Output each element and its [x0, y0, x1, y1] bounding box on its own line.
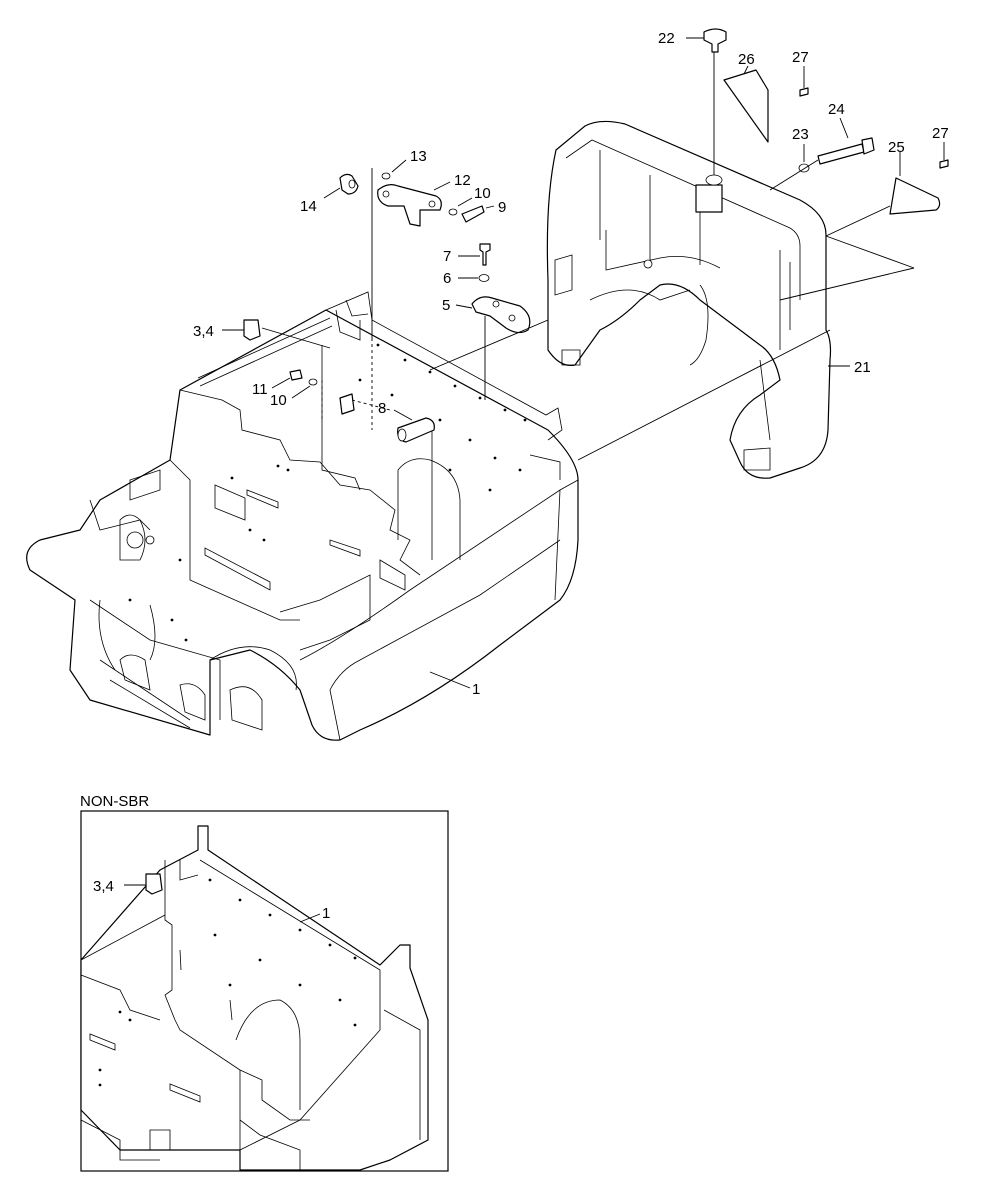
inset-title: NON-SBR [80, 793, 149, 810]
washer-part-6 [458, 274, 490, 282]
bolt-part-24 [769, 117, 875, 191]
callout-25: 25 [888, 139, 905, 156]
inset-leader-1 [299, 913, 321, 923]
callout-12: 12 [454, 172, 471, 189]
stopper-part-22 [686, 28, 727, 186]
callout-13: 13 [410, 148, 427, 165]
bolt-part-7 [458, 243, 491, 266]
washer-part-23 [798, 144, 810, 173]
nut-part-11 [271, 369, 303, 389]
counterweight-part-21 [546, 120, 850, 479]
bracket-part-12 [371, 168, 451, 430]
washer-part-10-upper [448, 197, 473, 216]
clip-part-3-4 [222, 319, 331, 349]
main-frame-part-1 [26, 291, 579, 741]
callout-10-upper: 10 [474, 185, 491, 202]
frame-hole-pattern [128, 343, 527, 642]
inset-non-sbr: NON-SBR [80, 793, 449, 1172]
washer-part-10-lower [291, 378, 318, 399]
callout-26: 26 [738, 51, 755, 68]
callout-27-upper: 27 [792, 49, 809, 66]
callout-11: 11 [252, 381, 268, 398]
callout-8: 8 [378, 400, 386, 417]
inset-callout-1: 1 [322, 905, 330, 922]
inset-callout-3-4: 3,4 [93, 878, 114, 895]
assembly-projection-lines [429, 235, 915, 461]
callout-23: 23 [792, 126, 809, 143]
callout-5: 5 [442, 297, 450, 314]
washer-part-13 [381, 159, 407, 180]
screw-part-27-right [939, 142, 949, 169]
callout-22: 22 [658, 30, 675, 47]
inset-frame-part-1 [80, 825, 429, 1171]
callout-14: 14 [300, 198, 317, 215]
bracket-plate-part-5 [455, 296, 531, 400]
callout-24: 24 [828, 101, 845, 118]
callout-labels: 1 3,4 5 6 7 8 9 10 10 11 12 13 14 21 22 … [193, 30, 949, 698]
callout-9: 9 [498, 199, 506, 216]
plate-part-25 [825, 152, 941, 237]
inset-clip-part-3-4 [124, 873, 163, 895]
bush-part-14 [323, 173, 359, 199]
callout-6: 6 [443, 270, 451, 287]
callout-3-4: 3,4 [193, 323, 214, 340]
callout-21: 21 [854, 359, 871, 376]
callout-10-lower: 10 [270, 392, 287, 409]
plate-part-26 [723, 65, 769, 143]
screw-part-27-upper [799, 66, 809, 97]
pin-part-8 [393, 409, 435, 443]
switch-block [321, 380, 391, 420]
callout-1: 1 [472, 681, 480, 698]
callout-27-right: 27 [932, 125, 949, 142]
bolt-part-9 [461, 205, 495, 223]
callout-7: 7 [443, 248, 451, 265]
